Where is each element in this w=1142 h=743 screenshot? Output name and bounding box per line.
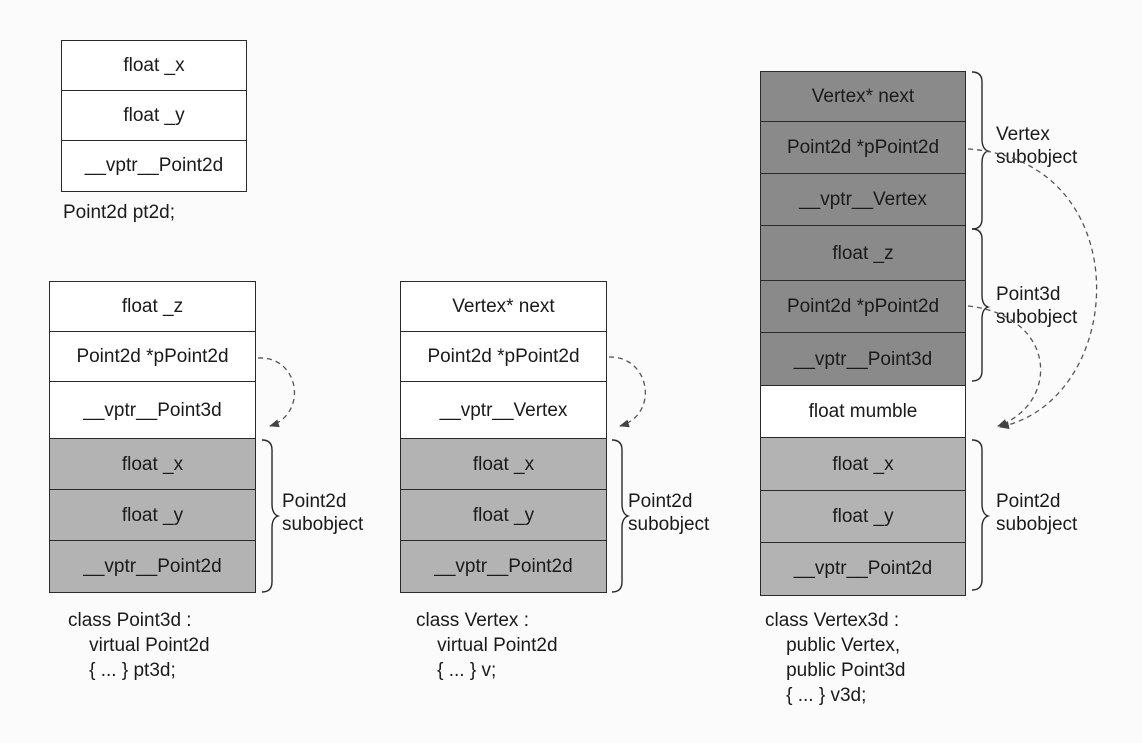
pt2d-cell-x: float _x [61, 40, 247, 92]
v3d-cell-mumble: float mumble [760, 385, 966, 439]
v3d-point2d-brace-label: Point2d subobject [996, 491, 1078, 535]
pt3d-cell-ppoint2d: Point2d *pPoint2d [49, 331, 256, 383]
pt3d-brace-label: Point2d subobject [282, 491, 364, 535]
pt3d-cell-z: float _z [49, 281, 256, 333]
v3d-cell-z: float _z [760, 225, 966, 282]
v3d-vertex-brace-label: Vertex subobject [996, 124, 1078, 168]
pt3d-cell-vptr-point3d: __vptr__Point3d [49, 381, 256, 440]
pt3d-cell-vptr-point2d: __vptr__Point2d [49, 540, 256, 593]
vertex-pointer-arrow [608, 356, 646, 428]
pt3d-pointer-arrow [257, 357, 296, 428]
v3d-point3d-brace [971, 228, 991, 382]
v3d-cell-ppoint2d-point3d: Point2d *pPoint2d [760, 280, 966, 334]
vertex-cell-ppoint2d: Point2d *pPoint2d [400, 331, 607, 383]
v3d-point3d-pointer-arrow [967, 305, 1042, 427]
v3d-cell-vptr-point2d: __vptr__Point2d [760, 542, 966, 596]
vertex-brace-label: Point2d subobject [628, 491, 710, 535]
v3d-cell-y: float _y [760, 490, 966, 544]
pt3d-cell-x: float _x [49, 438, 256, 491]
pt2d-caption: Point2d pt2d; [63, 202, 175, 223]
v3d-caption: class Vertex3d : public Vertex, public P… [765, 610, 906, 706]
pt3d-cell-y: float _y [49, 489, 256, 542]
pt2d-cell-vptr: __vptr__Point2d [61, 140, 247, 192]
v3d-cell-ppoint2d-vertex: Point2d *pPoint2d [760, 121, 966, 175]
v3d-point3d-brace-label: Point3d subobject [996, 284, 1078, 328]
vertex-caption: class Vertex : virtual Point2d { ... } v… [416, 610, 558, 681]
vertex-cell-vptr-point2d: __vptr__Point2d [400, 540, 607, 593]
v3d-cell-x: float _x [760, 437, 966, 492]
vertex-brace [611, 439, 631, 593]
v3d-cell-next: Vertex* next [760, 71, 966, 123]
v3d-point2d-brace [971, 439, 991, 591]
vertex-cell-y: float _y [400, 489, 607, 542]
vertex-cell-next: Vertex* next [400, 281, 607, 333]
v3d-cell-vptr-point3d: __vptr__Point3d [760, 332, 966, 387]
pt3d-caption: class Point3d : virtual Point2d { ... } … [68, 610, 210, 681]
v3d-vertex-pointer-arrow [967, 148, 1098, 430]
pt3d-brace [261, 439, 281, 593]
